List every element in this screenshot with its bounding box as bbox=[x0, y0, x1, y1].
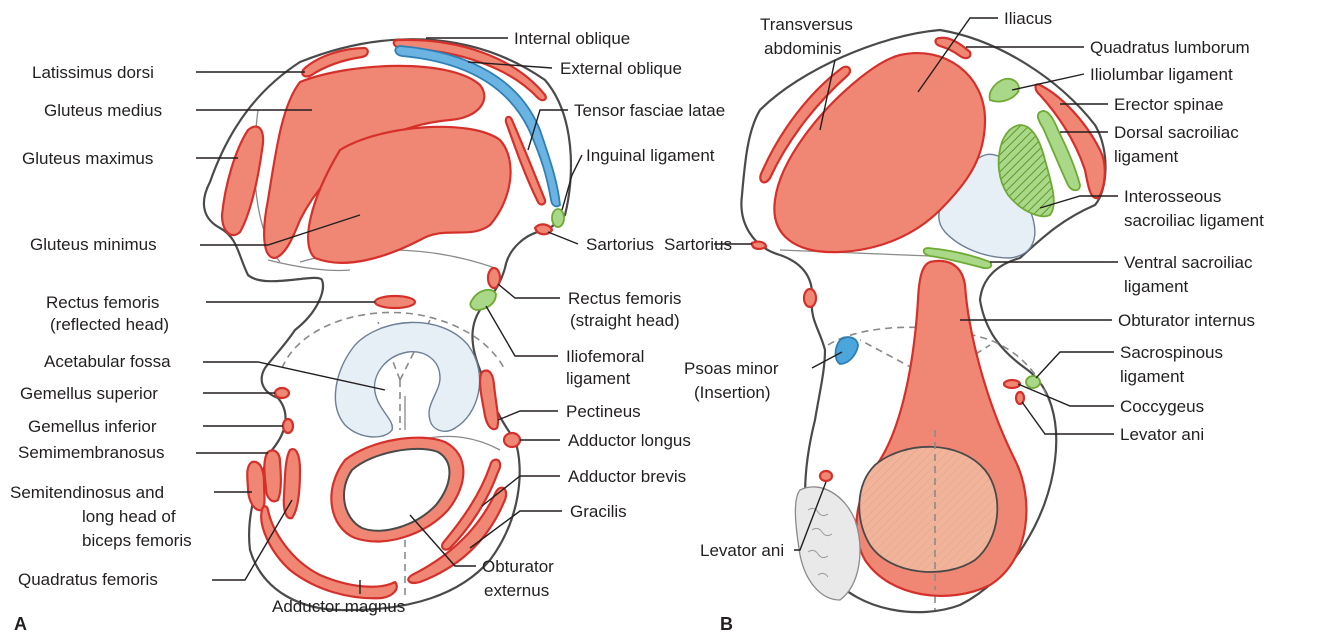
panel-letter-a: A bbox=[14, 614, 27, 634]
gemellus-inferior-attachment bbox=[283, 419, 293, 433]
label-levator-ani-right: Levator ani bbox=[1120, 425, 1204, 444]
leader-sartorius-a bbox=[548, 232, 578, 244]
label-rectus-femoris-straight: Rectus femoris bbox=[568, 289, 681, 308]
label-external-oblique: External oblique bbox=[560, 59, 682, 78]
label-gluteus-maximus: Gluteus maximus bbox=[22, 149, 153, 168]
label-levator-ani-bottom: Levator ani bbox=[700, 541, 784, 560]
obturator-foramen-b bbox=[859, 447, 997, 572]
label-dorsal-sacroiliac-ligament-sub: ligament bbox=[1114, 147, 1179, 166]
label-obturator-internus: Obturator internus bbox=[1118, 311, 1255, 330]
label-rectus-femoris-reflected: Rectus femoris bbox=[46, 293, 159, 312]
label-rectus-femoris-straight-sub: (straight head) bbox=[570, 311, 680, 330]
label-adductor-magnus: Adductor magnus bbox=[272, 597, 405, 616]
label-quadratus-femoris: Quadratus femoris bbox=[18, 570, 158, 589]
rectus-femoris-attachment-b bbox=[804, 289, 816, 307]
label-acetabular-fossa: Acetabular fossa bbox=[44, 352, 171, 371]
label-iliolumbar-ligament: Iliolumbar ligament bbox=[1090, 65, 1233, 84]
label-inguinal-ligament: Inguinal ligament bbox=[586, 146, 715, 165]
label-psoas-minor-sub: (Insertion) bbox=[694, 383, 771, 402]
label-semitendinosus-line3: biceps femoris bbox=[82, 531, 192, 550]
label-dorsal-sacroiliac-ligament: Dorsal sacroiliac bbox=[1114, 123, 1239, 142]
label-latissimus-dorsi: Latissimus dorsi bbox=[32, 63, 154, 82]
label-ventral-sacroiliac-ligament: Ventral sacroiliac bbox=[1124, 253, 1253, 272]
panel-b-medial-view: Transversus abdominis Iliacus Quadratus … bbox=[664, 9, 1264, 634]
panel-a-lateral-view: Latissimus dorsi Gluteus medius Gluteus … bbox=[10, 29, 725, 634]
leader-iliofemoral-ligament bbox=[486, 306, 558, 356]
label-pectineus: Pectineus bbox=[566, 402, 641, 421]
label-tensor-fasciae-latae: Tensor fasciae latae bbox=[574, 101, 725, 120]
label-psoas-minor: Psoas minor bbox=[684, 359, 779, 378]
label-erector-spinae: Erector spinae bbox=[1114, 95, 1224, 114]
label-iliofemoral-ligament-sub: ligament bbox=[566, 369, 631, 388]
label-obturator-externus-sub: externus bbox=[484, 581, 549, 600]
label-sacrospinous-ligament: Sacrospinous bbox=[1120, 343, 1223, 362]
adductor-longus-attachment bbox=[504, 433, 520, 447]
semitendinosus-attachment bbox=[247, 462, 264, 510]
label-quadratus-lumborum: Quadratus lumborum bbox=[1090, 38, 1250, 57]
inguinal-ligament-attachment bbox=[552, 209, 564, 227]
label-adductor-brevis: Adductor brevis bbox=[568, 467, 686, 486]
label-ventral-sacroiliac-ligament-sub: ligament bbox=[1124, 277, 1189, 296]
label-sartorius-a: Sartorius bbox=[586, 235, 654, 254]
sacrospinous-ligament-attachment bbox=[1026, 376, 1040, 388]
label-rectus-femoris-reflected-sub: (reflected head) bbox=[50, 315, 169, 334]
label-gluteus-minimus: Gluteus minimus bbox=[30, 235, 157, 254]
leader-pectineus bbox=[498, 411, 558, 420]
label-sacrospinous-ligament-sub: ligament bbox=[1120, 367, 1185, 386]
levator-ani-attachment-bottom bbox=[820, 471, 832, 481]
label-internal-oblique: Internal oblique bbox=[514, 29, 630, 48]
label-transversus-abdominis-sub: abdominis bbox=[764, 39, 842, 58]
label-iliofemoral-ligament: Iliofemoral bbox=[566, 347, 644, 366]
leader-rectus-femoris-straight bbox=[498, 284, 560, 298]
label-gluteus-medius: Gluteus medius bbox=[44, 101, 162, 120]
label-semitendinosus-line2: long head of bbox=[82, 507, 176, 526]
label-gracilis: Gracilis bbox=[570, 502, 627, 521]
label-interosseous-sacroiliac-ligament: Interosseous bbox=[1124, 187, 1221, 206]
label-gemellus-superior: Gemellus superior bbox=[20, 384, 158, 403]
panel-letter-b: B bbox=[720, 614, 733, 634]
quadratus-femoris-attachment bbox=[284, 449, 300, 518]
coccygeus-attachment bbox=[1004, 380, 1020, 388]
label-adductor-longus: Adductor longus bbox=[568, 431, 691, 450]
label-interosseous-sacroiliac-ligament-sub: sacroiliac ligament bbox=[1124, 211, 1264, 230]
rectus-femoris-reflected-head-attachment bbox=[375, 296, 415, 308]
sartorius-attachment-b bbox=[752, 242, 766, 249]
label-transversus-abdominis: Transversus bbox=[760, 15, 853, 34]
gemellus-superior-attachment bbox=[275, 388, 289, 398]
leader-sacrospinous-ligament bbox=[1036, 352, 1114, 378]
label-obturator-externus: Obturator bbox=[482, 557, 554, 576]
label-gemellus-inferior: Gemellus inferior bbox=[28, 417, 157, 436]
label-coccygeus: Coccygeus bbox=[1120, 397, 1204, 416]
semimembranosus-attachment bbox=[264, 450, 281, 501]
label-iliacus: Iliacus bbox=[1004, 9, 1052, 28]
label-semimembranosus: Semimembranosus bbox=[18, 443, 164, 462]
label-semitendinosus: Semitendinosus and bbox=[10, 483, 164, 502]
